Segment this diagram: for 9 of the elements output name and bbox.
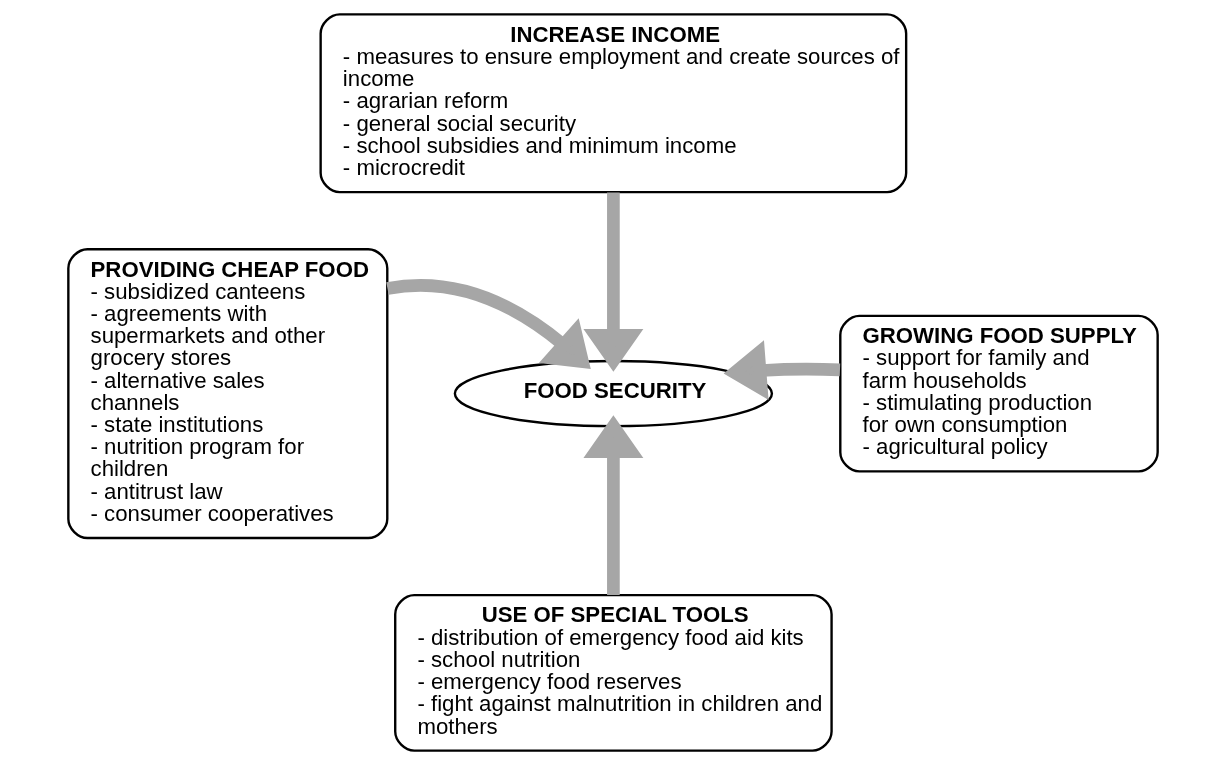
node-box: INCREASE INCOME - measures to ensure employment and create sources of income - agrarian reform - general social security - school subsidies and minimum income - microcredit [318,13,907,194]
node-box: GROWING FOOD SUPPLY - support for family and farm households - stimulating production for own consumption - agricultural policy [838,314,1159,473]
arrow [582,192,643,372]
arrow [386,279,591,370]
arrow [723,340,840,400]
arrow [582,415,643,595]
node-ellipse: FOOD SECURITY [453,359,773,428]
node-box: PROVIDING CHEAP FOOD - subsidized canteens - agreements with supermarkets and other grocery stores - alternative sales channels - state institutions - nutrition program for children - antitrust law - consumer cooperatives [66,248,388,540]
node-box: USE OF SPECIAL TOOLS - distribution of emergency food aid kits - school nutrition - emergency food reserves - fight against malnutrition in children and mothers [393,593,833,752]
